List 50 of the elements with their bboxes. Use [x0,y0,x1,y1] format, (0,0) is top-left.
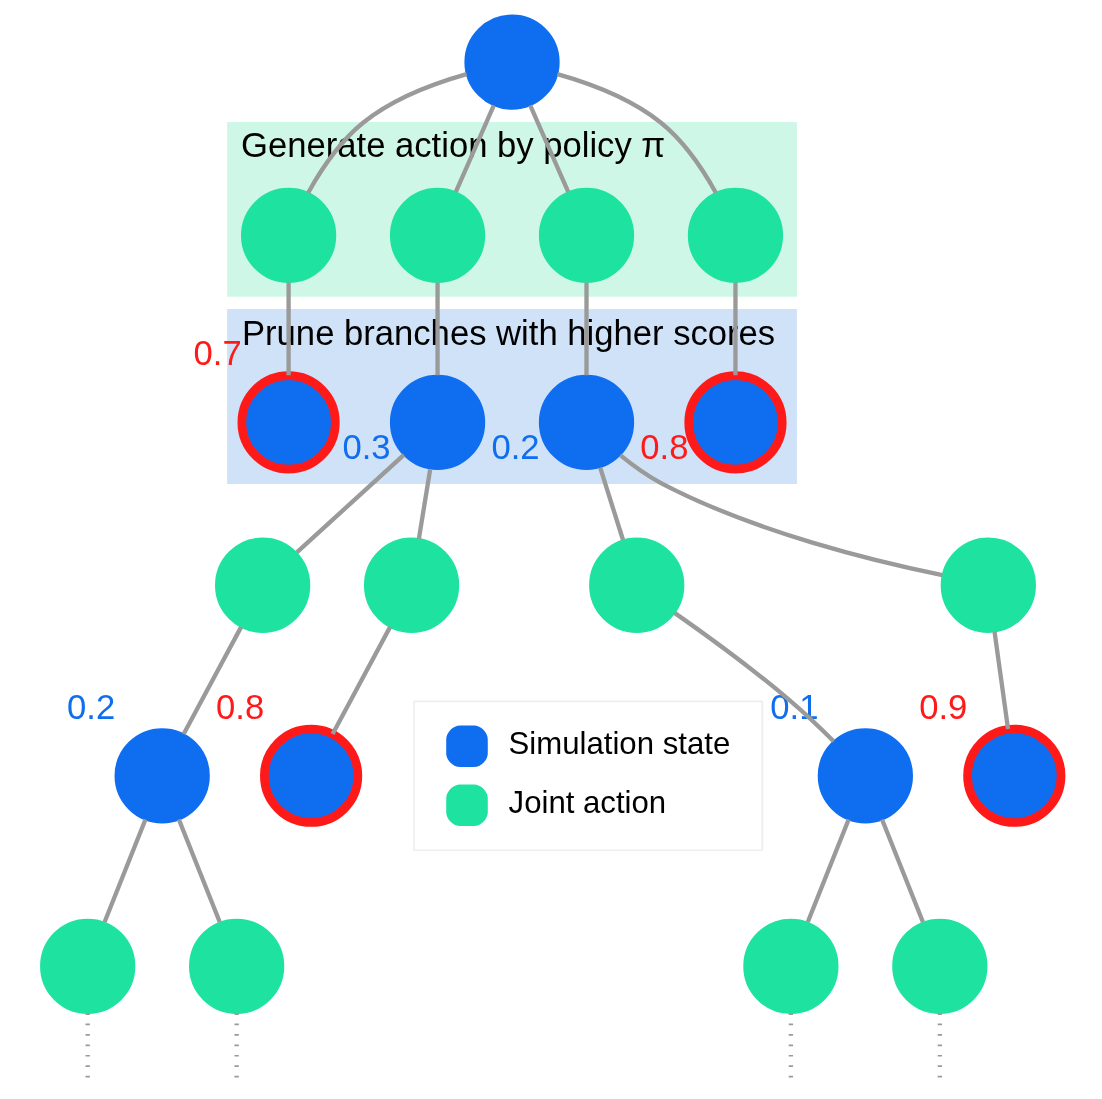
node-circle [363,537,460,633]
node-circle [114,728,210,824]
connector [618,453,943,578]
connector [805,818,851,923]
connector [556,72,718,194]
node-circle [892,918,988,1014]
node-circle [40,918,136,1014]
node-circle [240,187,337,283]
connector [528,104,571,193]
node-circle [464,14,560,110]
connector [992,631,1011,730]
node-circle [940,537,1036,633]
legend-label: Simulation state [508,725,731,761]
connector [176,818,222,923]
node-circle [389,374,486,471]
connector [598,467,626,541]
node-circle [589,537,685,633]
connector [181,626,243,735]
connector [295,453,406,554]
node-label: 0.8 [216,687,265,726]
node-circle [215,537,311,633]
node-label: 0.8 [640,427,689,466]
node-circle [687,187,784,283]
connector [880,818,925,923]
connector [102,818,148,923]
connector [584,282,589,376]
node-circle [743,918,839,1014]
node-label: 0.2 [67,687,116,726]
node-circle [963,724,1066,827]
connector [673,611,836,743]
cluster: Generate action by policy π [227,121,797,297]
node-label: 0.7 [193,334,242,373]
node-label: 0.2 [491,427,540,466]
connector [286,282,291,376]
node-circle [189,918,285,1014]
node-circle [538,374,635,471]
node-circle [237,371,340,474]
connector [306,72,468,194]
node-label: 0.3 [342,427,391,466]
node-circle [260,724,363,827]
node-label: 0.9 [919,687,968,726]
connector [330,626,392,735]
node-circle [389,187,486,283]
connector [453,104,496,193]
connector [435,282,440,376]
connector [416,469,433,540]
legend-label: Joint action [508,784,667,820]
node-circle [817,728,913,824]
connector [733,282,738,376]
node-circle [538,187,635,283]
